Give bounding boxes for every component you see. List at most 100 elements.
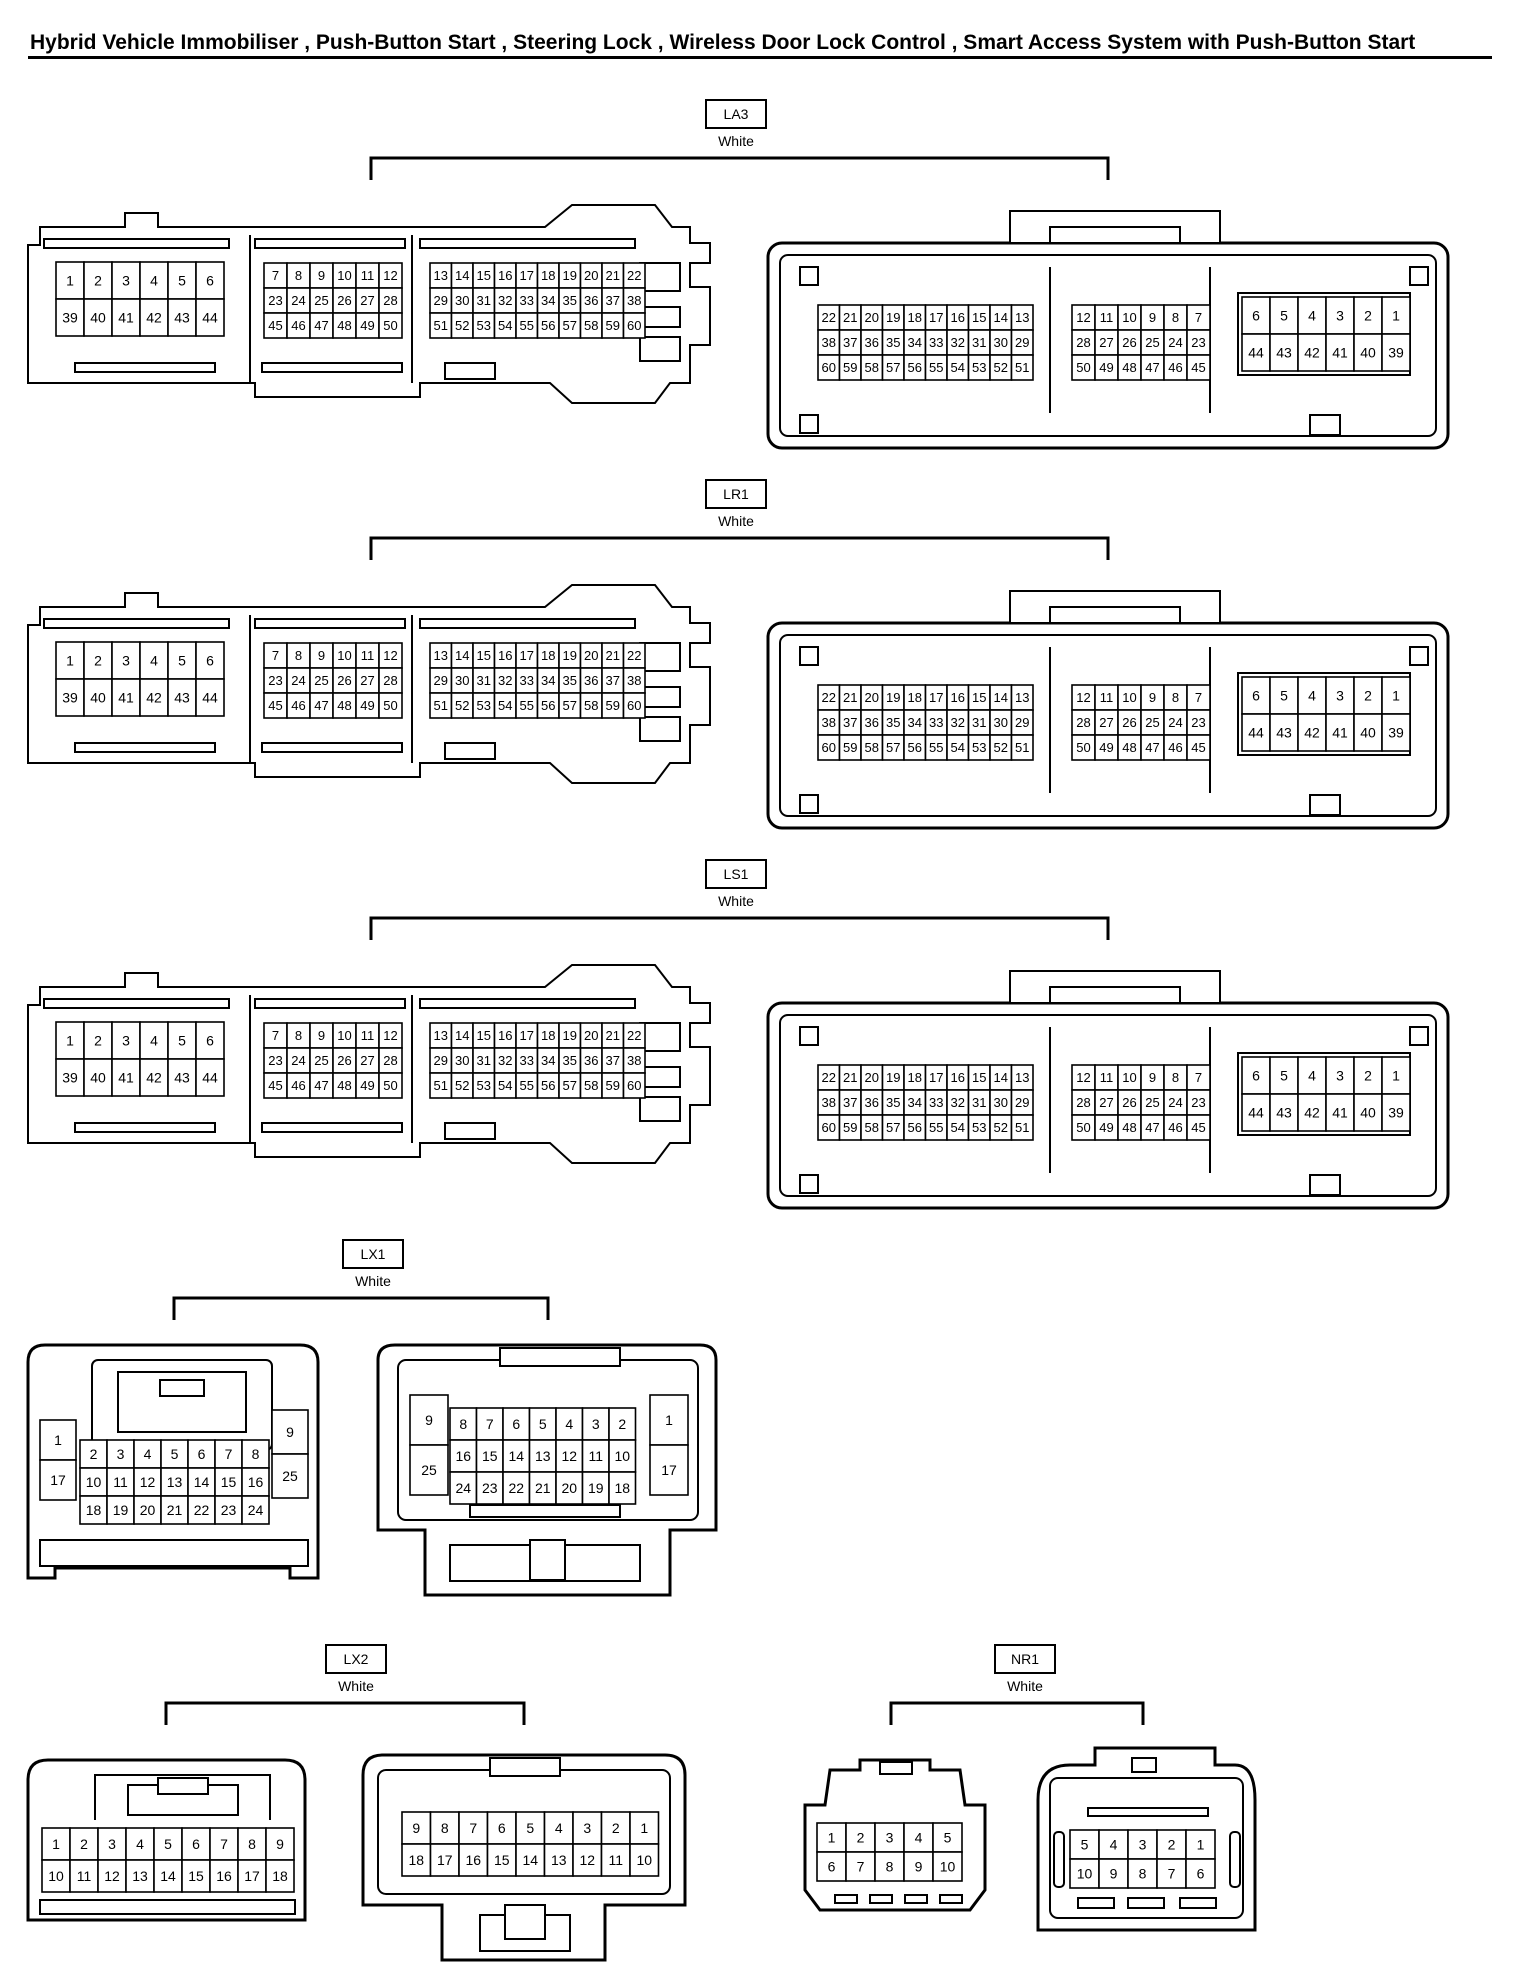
pin-cell (932, 1851, 963, 1882)
pin-label: 47 (314, 1078, 328, 1093)
pin-label: 30 (994, 1095, 1008, 1110)
pin-cell (874, 1851, 905, 1882)
pin-cell (475, 1439, 504, 1473)
latch-slot (254, 998, 406, 1009)
pin-cell (1186, 354, 1211, 381)
divider (249, 995, 413, 1143)
pin-label: 6 (206, 653, 214, 669)
pin-label: 37 (843, 1095, 857, 1110)
pin-cell (214, 1439, 243, 1469)
pin-cell (83, 1058, 113, 1097)
pin-label: 13 (551, 1852, 567, 1868)
pin-label: 39 (1388, 725, 1404, 741)
pin-label: 1 (1392, 688, 1400, 704)
key-slot (639, 686, 681, 708)
bottom-tab (504, 1904, 546, 1940)
pin-label: 14 (508, 1448, 524, 1464)
guide (1309, 414, 1341, 436)
pin-label: 46 (1168, 1120, 1182, 1135)
lock-tab (159, 1379, 205, 1397)
pin-cell (581, 1471, 610, 1505)
divider (249, 235, 413, 383)
drain-slot (834, 1894, 858, 1904)
pin-label: 55 (929, 360, 943, 375)
pin-cell (1297, 713, 1327, 752)
pin-label: 9 (1110, 1866, 1118, 1882)
pin-label: 53 (972, 360, 986, 375)
pin-cell (195, 298, 225, 337)
connector-code-box (994, 1644, 1056, 1674)
latch-slot (261, 362, 403, 373)
pin-label: 11 (113, 1474, 128, 1490)
pin-label: 22 (822, 310, 836, 325)
connector-code: LR1 (723, 486, 749, 502)
pin-cell (1127, 1829, 1158, 1860)
pin-cell (1381, 676, 1411, 715)
pin-label: 38 (822, 335, 836, 350)
pin-label: 25 (314, 293, 328, 308)
guide (799, 794, 819, 814)
pin-cell (622, 312, 646, 339)
pin-label: 23 (1191, 715, 1205, 730)
pin-label: 28 (1076, 715, 1090, 730)
pin-label: 8 (886, 1859, 894, 1875)
pin-label: 48 (1122, 1120, 1136, 1135)
drain-slot (904, 1894, 928, 1904)
latch-slot (444, 362, 496, 380)
pin-label: 29 (1015, 1095, 1029, 1110)
pin-label: 13 (1015, 310, 1029, 325)
pin-cell (195, 1058, 225, 1097)
pin-label: 7 (486, 1416, 494, 1432)
pin-label: 12 (1076, 690, 1090, 705)
pin-label: 50 (383, 318, 397, 333)
connector-bracket (164, 1701, 526, 1725)
pin-label: 8 (441, 1820, 449, 1836)
pin-label: 39 (62, 1070, 78, 1086)
pin-label: 6 (1252, 688, 1260, 704)
pin-label: 26 (1122, 1095, 1136, 1110)
pin-label: 23 (221, 1502, 237, 1518)
pin-cell (139, 678, 169, 717)
pin-label: 56 (541, 318, 555, 333)
pin-label: 57 (886, 1120, 900, 1135)
pin-cell (111, 298, 141, 337)
pin-label: 32 (498, 1053, 512, 1068)
pin-label: 13 (132, 1868, 148, 1884)
pin-label: 36 (584, 1053, 598, 1068)
connector-color: White (718, 893, 754, 909)
pin-label: 4 (1308, 1068, 1316, 1084)
pin-label: 32 (951, 715, 965, 730)
pin-cell (209, 1859, 239, 1893)
pin-label: 53 (477, 1078, 491, 1093)
pin-cell (1010, 1114, 1034, 1141)
pin-label: 51 (1015, 740, 1029, 755)
pin-cell (1325, 713, 1355, 752)
pin-label: 5 (526, 1820, 534, 1836)
pin-label: 60 (822, 740, 836, 755)
pin-label: 5 (178, 1033, 186, 1049)
connector-bracket (889, 1701, 1145, 1725)
pin-label: 13 (1015, 1070, 1029, 1085)
pin-label: 1 (52, 1836, 60, 1852)
pin-label: 6 (498, 1820, 506, 1836)
latch-slot (444, 742, 496, 760)
pin-label: 13 (434, 268, 448, 283)
pin-label: 4 (150, 273, 158, 289)
pin-label: 3 (1336, 308, 1344, 324)
pin-label: 4 (150, 653, 158, 669)
pin-label: 4 (136, 1836, 144, 1852)
pin-label: 18 (408, 1852, 424, 1868)
pin-label: 25 (1145, 335, 1159, 350)
pin-label: 50 (383, 698, 397, 713)
pin-label: 21 (606, 1028, 620, 1043)
pin-label: 48 (337, 318, 351, 333)
pin-label: 2 (612, 1820, 620, 1836)
latch-slot (254, 618, 406, 629)
pin-label: 20 (140, 1502, 156, 1518)
pin-label: 15 (972, 690, 986, 705)
pin-label: 45 (268, 698, 282, 713)
pin-label: 12 (383, 648, 397, 663)
pin-label: 5 (1280, 308, 1288, 324)
pin-label: 40 (1360, 725, 1376, 741)
